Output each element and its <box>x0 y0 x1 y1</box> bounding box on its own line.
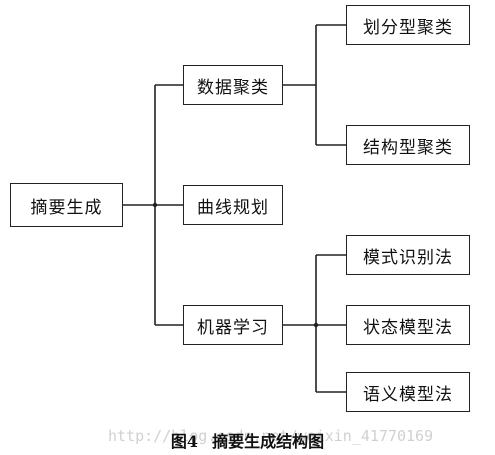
connector-lines <box>123 24 346 393</box>
figure-caption: 图4 摘要生成结构图 <box>0 428 495 452</box>
figure-number: 图4 <box>170 432 199 451</box>
watermark: http://blog.csdn.net/weixin_41770169 <box>108 427 434 445</box>
junction-dot <box>152 202 158 208</box>
node-machine-learning: 机器学习 <box>183 305 283 345</box>
node-data-clustering: 数据聚类 <box>183 65 283 105</box>
figure-title: 摘要生成结构图 <box>212 432 325 451</box>
junction-dot <box>313 322 319 328</box>
node-curve-planning: 曲线规划 <box>183 185 283 225</box>
node-structural-clustering: 结构型聚类 <box>346 125 470 165</box>
node-pattern-recognition: 模式识别法 <box>346 235 470 275</box>
node-semantic-model: 语义模型法 <box>346 372 470 412</box>
node-state-model: 状态模型法 <box>346 305 470 345</box>
node-root: 摘要生成 <box>10 183 123 227</box>
node-partition-clustering: 划分型聚类 <box>346 5 470 45</box>
